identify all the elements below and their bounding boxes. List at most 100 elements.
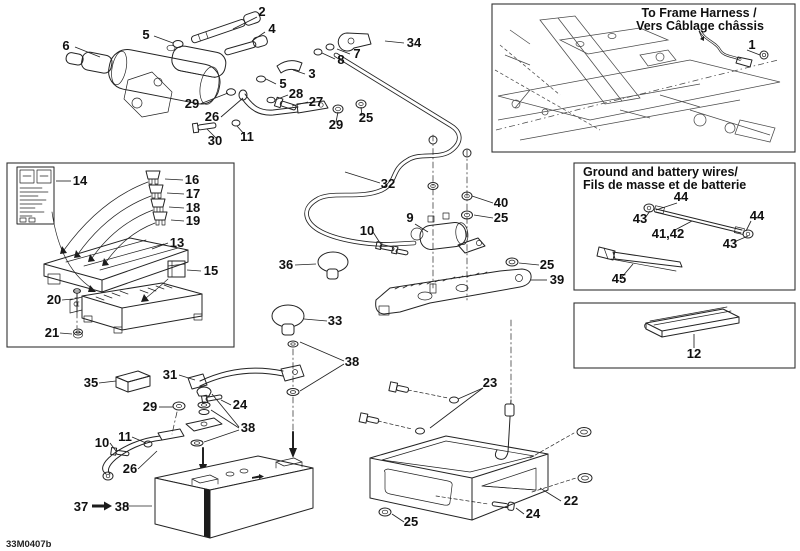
wires-box-title-en: Ground and battery wires/ bbox=[583, 165, 738, 179]
callout-32: 32 bbox=[381, 176, 395, 191]
callout-26-b: 26 bbox=[123, 461, 137, 476]
callout-44-b: 44 bbox=[750, 208, 765, 223]
bumper-stack-38 bbox=[185, 386, 223, 476]
callout-31: 31 bbox=[163, 367, 177, 382]
callout-8: 8 bbox=[337, 52, 344, 67]
callout-39: 39 bbox=[550, 272, 564, 287]
washer-5b bbox=[256, 75, 266, 83]
callout-35: 35 bbox=[84, 375, 98, 390]
nut-25b bbox=[461, 210, 473, 220]
battery-cable-26 bbox=[102, 428, 185, 481]
ground-wire-41-42 bbox=[643, 203, 754, 239]
fuse-decal-14 bbox=[16, 166, 55, 225]
fuse-box-cover-13 bbox=[43, 237, 189, 293]
callout-25-a: 25 bbox=[359, 110, 373, 125]
callout-24-b: 24 bbox=[526, 506, 541, 521]
battery-tray-22 bbox=[358, 381, 593, 521]
crimp-tool-45 bbox=[596, 246, 683, 272]
callout-30: 30 bbox=[208, 133, 222, 148]
washer-11 bbox=[231, 119, 241, 127]
flanged-nut-25d bbox=[378, 507, 392, 517]
callout-36: 36 bbox=[279, 257, 293, 272]
callout-5-a: 5 bbox=[142, 27, 149, 42]
callout-38-b: 38 bbox=[241, 420, 255, 435]
callout-15: 15 bbox=[204, 263, 218, 278]
callout-22: 22 bbox=[564, 493, 578, 508]
fuse-box-panel bbox=[6, 162, 235, 348]
callout-44-a: 44 bbox=[674, 189, 689, 204]
rubber-cap-36 bbox=[317, 251, 349, 280]
callout-41-42: 41,42 bbox=[652, 226, 685, 241]
battery-37-38 bbox=[154, 455, 314, 539]
callout-20: 20 bbox=[47, 292, 61, 307]
callout-23: 23 bbox=[483, 375, 497, 390]
callout-17: 17 bbox=[186, 186, 200, 201]
frame-box-title-en: To Frame Harness / bbox=[641, 6, 757, 20]
callout-43-a: 43 bbox=[633, 211, 647, 226]
starter-solenoid-9 bbox=[271, 134, 486, 458]
frame-sketch bbox=[494, 15, 781, 143]
battery-pad-12 bbox=[644, 306, 740, 338]
hold-down-strap-31 bbox=[187, 364, 305, 390]
relay-15 bbox=[141, 260, 186, 302]
callout-18: 18 bbox=[186, 200, 200, 215]
flanged-nut-right-b bbox=[577, 473, 593, 483]
callout-27: 27 bbox=[309, 94, 323, 109]
starter-cable-26 bbox=[238, 89, 329, 116]
callout-29-c: 29 bbox=[143, 399, 157, 414]
tray-bolt-b bbox=[358, 412, 425, 435]
callout-16: 16 bbox=[185, 172, 199, 187]
leader-lines bbox=[56, 16, 761, 523]
ground-wires-box: Ground and battery wires/ Fils de masse … bbox=[573, 162, 796, 291]
bolt-24b bbox=[435, 495, 515, 511]
ring-25 bbox=[355, 99, 367, 109]
arrow-37-to-38 bbox=[92, 501, 112, 511]
clamp-3 bbox=[276, 60, 303, 74]
callout-10-b: 10 bbox=[95, 435, 109, 450]
callout-11-b: 11 bbox=[118, 429, 132, 444]
callout-10-a: 10 bbox=[360, 223, 374, 238]
callout-labels: 2 5 4 6 34 7 8 3 5 28 29 27 26 25 29 30 … bbox=[45, 4, 765, 529]
callout-24-a: 24 bbox=[233, 397, 248, 412]
washer-5 bbox=[172, 40, 184, 48]
fuses-16-19 bbox=[145, 170, 168, 226]
callout-7: 7 bbox=[353, 46, 360, 61]
wires-box-title-fr: Fils de masse et de batterie bbox=[583, 178, 746, 192]
frame-box-title-fr: Vers Câblage châssis bbox=[636, 19, 764, 33]
callout-4: 4 bbox=[268, 21, 276, 36]
callout-45: 45 bbox=[612, 271, 626, 286]
j-bolt-23 bbox=[494, 399, 515, 460]
callout-29-a: 29 bbox=[185, 96, 199, 111]
callout-13: 13 bbox=[170, 235, 184, 250]
callout-6: 6 bbox=[62, 38, 69, 53]
callout-14: 14 bbox=[73, 173, 88, 188]
nut-29 bbox=[332, 104, 344, 114]
washer-7 bbox=[325, 43, 335, 51]
callout-9: 9 bbox=[406, 210, 413, 225]
tray-bolt-a bbox=[388, 381, 459, 404]
callout-21: 21 bbox=[45, 325, 59, 340]
callout-43-b: 43 bbox=[723, 236, 737, 251]
callout-19: 19 bbox=[186, 213, 200, 228]
starter-motor bbox=[65, 45, 227, 105]
callout-1: 1 bbox=[748, 37, 755, 52]
callout-25-b: 25 bbox=[494, 210, 508, 225]
flanged-nut-right-a bbox=[576, 427, 592, 437]
callout-25-d: 25 bbox=[404, 514, 418, 529]
callout-29-b: 29 bbox=[329, 117, 343, 132]
frame-harness-box: To Frame Harness / Vers Câblage châssis bbox=[491, 3, 796, 153]
callout-34: 34 bbox=[407, 35, 422, 50]
washer-11b bbox=[143, 440, 153, 448]
callout-5-b: 5 bbox=[279, 76, 286, 91]
main-battery-cable-32 bbox=[304, 52, 462, 247]
callout-3: 3 bbox=[308, 66, 315, 81]
battery-assembly bbox=[102, 364, 314, 539]
washer-29b bbox=[226, 88, 236, 96]
rubber-boot-33 bbox=[271, 304, 305, 336]
nut-21 bbox=[73, 328, 83, 339]
harness-cable-1 bbox=[698, 29, 769, 68]
callout-37: 37 bbox=[74, 499, 88, 514]
screw-20 bbox=[73, 288, 81, 329]
